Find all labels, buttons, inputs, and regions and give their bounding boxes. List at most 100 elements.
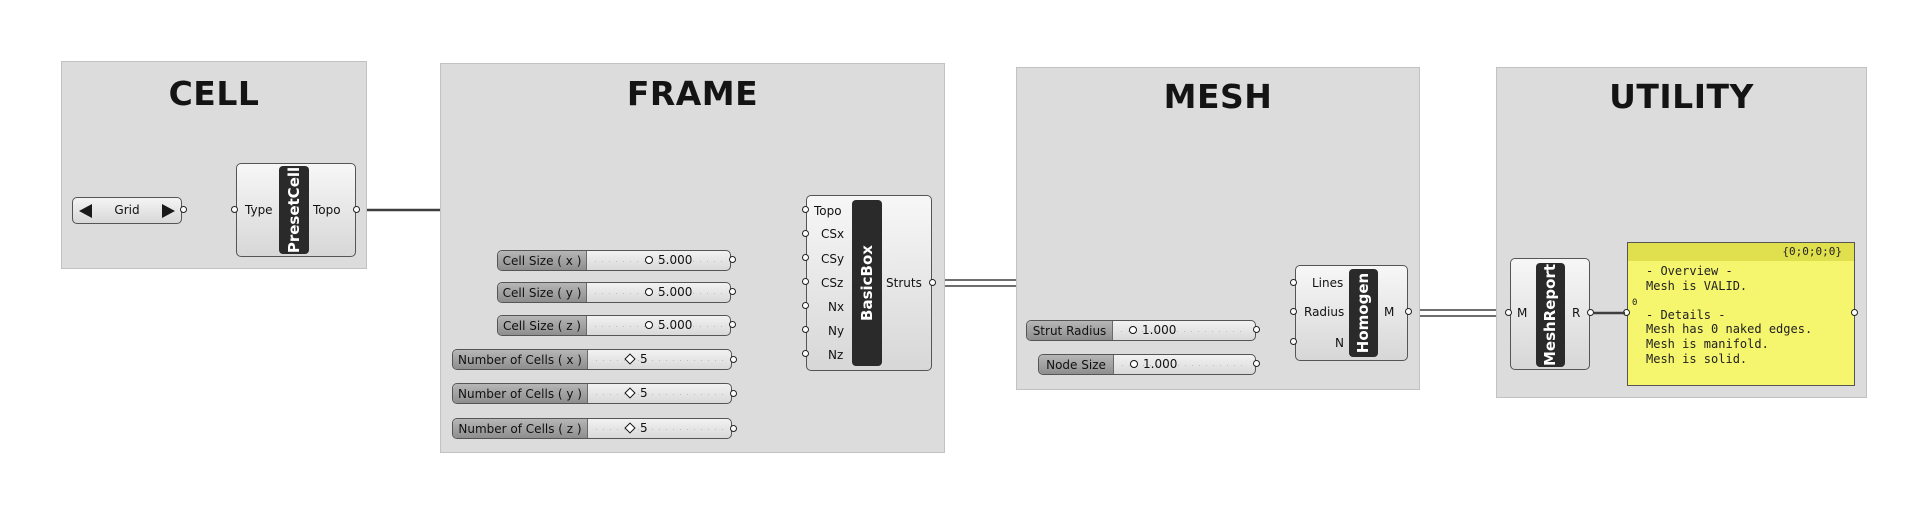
homogen-input-lines: Lines xyxy=(1312,276,1344,290)
panel-line: - Details - xyxy=(1646,307,1726,322)
slider-value: 5.000 xyxy=(658,318,693,332)
slider-knob-icon[interactable] xyxy=(645,287,653,296)
slider-value: 5.000 xyxy=(658,285,693,299)
basic-box-output-struts: Struts xyxy=(886,276,922,290)
slider-name: Cell Size ( x ) xyxy=(498,251,587,270)
panel-line: Mesh is VALID. xyxy=(1646,278,1748,293)
slider-output-port[interactable] xyxy=(729,321,736,328)
value-list-output-port[interactable] xyxy=(180,206,187,213)
basic-box-port-nz[interactable] xyxy=(802,350,809,357)
slider-knob-icon[interactable] xyxy=(624,352,636,365)
basic-box-input-csz: CSz xyxy=(821,276,844,290)
homogen-port-m[interactable] xyxy=(1405,308,1412,315)
preset-cell-component[interactable]: Type PresetCell Topo xyxy=(236,163,356,257)
slider-knob-icon[interactable] xyxy=(624,386,636,399)
slider-output-port[interactable] xyxy=(729,256,736,263)
panel-header: {0;0;0;0} xyxy=(1628,243,1854,261)
mesh-report-output-r: R xyxy=(1572,306,1581,320)
slider-number-of-cells-x[interactable]: Number of Cells ( x ) 5 xyxy=(452,349,732,370)
basic-box-port-struts[interactable] xyxy=(929,279,936,286)
slider-knob-icon[interactable] xyxy=(624,421,636,434)
preset-cell-input-type: Type xyxy=(245,203,273,217)
slider-knob-icon[interactable] xyxy=(645,320,653,329)
slider-strut-radius[interactable]: Strut Radius 1.000 xyxy=(1026,320,1256,341)
panel-line: - Overview - xyxy=(1646,264,1733,278)
slider-cell-size-y[interactable]: Cell Size ( y ) 5.000 xyxy=(497,282,731,303)
basic-box-port-csx[interactable] xyxy=(802,230,809,237)
panel-path: {0;0;0;0} xyxy=(1782,245,1842,258)
mesh-report-port-r[interactable] xyxy=(1587,309,1594,316)
basic-box-input-csx: CSx xyxy=(821,227,845,241)
slider-output-port[interactable] xyxy=(730,390,737,397)
mesh-report-input-m: M xyxy=(1517,306,1528,320)
homogen-name: Homogen xyxy=(1349,269,1378,357)
basic-box-input-topo: Topo xyxy=(814,204,842,218)
slider-value: 5 xyxy=(640,386,648,400)
slider-name: Number of Cells ( x ) xyxy=(453,350,588,369)
report-panel[interactable]: {0;0;0;0} 0 - Overview - Mesh is VALID. … xyxy=(1627,242,1855,386)
slider-name: Strut Radius xyxy=(1027,321,1113,340)
slider-name: Number of Cells ( z ) xyxy=(453,419,588,438)
value-list-text: Grid xyxy=(114,203,140,217)
slider-value: 1.000 xyxy=(1142,323,1177,337)
preset-cell-name: PresetCell xyxy=(279,166,309,254)
basic-box-port-topo[interactable] xyxy=(802,206,809,213)
basic-box-component[interactable]: Topo CSx CSy CSz Nx Ny Nz BasicBox Strut… xyxy=(806,195,932,371)
panel-input-port[interactable] xyxy=(1623,309,1630,316)
panel-index: 0 xyxy=(1632,298,1638,308)
group-title-frame: FRAME xyxy=(626,74,759,113)
basic-box-port-csz[interactable] xyxy=(802,278,809,285)
basic-box-input-ny: Ny xyxy=(828,324,845,338)
slider-output-port[interactable] xyxy=(1253,360,1260,367)
slider-output-port[interactable] xyxy=(730,425,737,432)
basic-box-input-nz: Nz xyxy=(828,348,844,362)
previous-arrow-icon[interactable] xyxy=(79,204,92,218)
next-arrow-icon[interactable] xyxy=(162,204,175,218)
slider-output-port[interactable] xyxy=(729,288,736,295)
panel-output-port[interactable] xyxy=(1851,309,1858,316)
mesh-report-port-m[interactable] xyxy=(1505,309,1512,316)
slider-name: Node Size xyxy=(1039,355,1114,374)
group-title-mesh: MESH xyxy=(1163,77,1273,116)
slider-cell-size-x[interactable]: Cell Size ( x ) 5.000 xyxy=(497,250,731,271)
homogen-port-lines[interactable] xyxy=(1290,279,1297,286)
basic-box-name: BasicBox xyxy=(852,200,882,366)
basic-box-port-nx[interactable] xyxy=(802,302,809,309)
homogen-input-radius: Radius xyxy=(1304,305,1345,319)
preset-cell-output-port[interactable] xyxy=(353,206,360,213)
homogen-component[interactable]: Lines Radius N Homogen M xyxy=(1295,265,1408,361)
slider-name: Cell Size ( y ) xyxy=(498,283,587,302)
slider-number-of-cells-y[interactable]: Number of Cells ( y ) 5 xyxy=(452,383,732,404)
slider-name: Cell Size ( z ) xyxy=(498,316,587,335)
homogen-port-n[interactable] xyxy=(1290,338,1297,345)
homogen-input-n: N xyxy=(1335,336,1344,350)
slider-knob-icon[interactable] xyxy=(645,255,653,264)
basic-box-port-ny[interactable] xyxy=(802,326,809,333)
homogen-output-m: M xyxy=(1384,305,1395,319)
mesh-report-name: MeshReport xyxy=(1536,263,1565,367)
slider-knob-icon[interactable] xyxy=(1129,325,1137,334)
basic-box-port-csy[interactable] xyxy=(802,254,809,261)
basic-box-input-csy: CSy xyxy=(821,252,845,266)
group-title-utility: UTILITY xyxy=(1609,77,1754,116)
panel-line: Mesh has 0 naked edges. xyxy=(1646,322,1813,337)
slider-node-size[interactable]: Node Size 1.000 xyxy=(1038,354,1256,375)
preset-cell-output-topo: Topo xyxy=(313,203,341,217)
mesh-report-component[interactable]: M MeshReport R xyxy=(1510,258,1590,370)
slider-name: Number of Cells ( y ) xyxy=(453,384,588,403)
panel-content: - Overview - Mesh is VALID. - Details - … xyxy=(1646,264,1812,366)
slider-cell-size-z[interactable]: Cell Size ( z ) 5.000 xyxy=(497,315,731,336)
slider-knob-icon[interactable] xyxy=(1130,359,1138,368)
slider-value: 5.000 xyxy=(658,253,693,267)
grid-value-list[interactable]: Grid xyxy=(72,197,182,224)
group-title-cell: CELL xyxy=(168,74,260,113)
homogen-port-radius[interactable] xyxy=(1290,308,1297,315)
preset-cell-input-port[interactable] xyxy=(231,206,238,213)
slider-number-of-cells-z[interactable]: Number of Cells ( z ) 5 xyxy=(452,418,732,439)
slider-output-port[interactable] xyxy=(730,356,737,363)
panel-line xyxy=(1646,293,1812,308)
slider-value: 1.000 xyxy=(1143,357,1178,371)
slider-value: 5 xyxy=(640,352,648,366)
slider-output-port[interactable] xyxy=(1253,326,1260,333)
